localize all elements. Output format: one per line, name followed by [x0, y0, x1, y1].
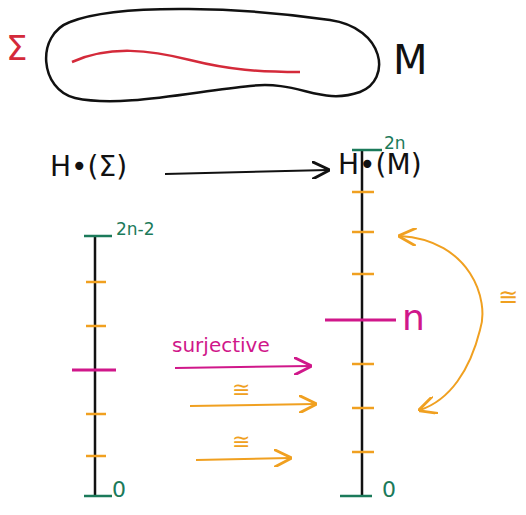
- tick: [86, 325, 106, 328]
- tick: [86, 455, 106, 458]
- tick: [352, 273, 374, 276]
- tick: [352, 231, 374, 234]
- homology-label: H•(Σ): [50, 152, 127, 183]
- tick: [352, 451, 374, 454]
- duality-arrow: [400, 236, 482, 410]
- tick: [352, 363, 374, 366]
- iso-arrow: [190, 404, 315, 406]
- tick: [325, 319, 396, 322]
- tick: [86, 281, 106, 284]
- degree-label: 0: [112, 478, 126, 502]
- submanifold-curve: [72, 51, 300, 72]
- homology-label: H•(M): [338, 150, 422, 181]
- tick: [84, 495, 112, 498]
- manifold-outline: [46, 9, 379, 101]
- degree-label: 2n-2: [116, 220, 155, 239]
- degree-label: 0: [382, 478, 396, 502]
- axis: [361, 150, 364, 496]
- manifold-name: M: [393, 38, 428, 82]
- tick: [84, 235, 112, 238]
- tick: [352, 191, 374, 194]
- iso-label: ≅: [232, 378, 250, 402]
- degree-label: 2n: [384, 134, 406, 153]
- map-label: surjective: [172, 334, 270, 356]
- degree-label: n: [402, 298, 425, 338]
- iso-label: ≅: [498, 284, 518, 310]
- map-arrow: [165, 170, 328, 174]
- submanifold-name: Σ: [6, 30, 27, 67]
- tick: [352, 407, 374, 410]
- surjective-arrow: [175, 366, 310, 368]
- tick: [86, 413, 106, 416]
- iso-arrow: [196, 458, 290, 460]
- tick: [340, 495, 372, 498]
- iso-label: ≅: [232, 430, 250, 454]
- tick: [72, 369, 116, 372]
